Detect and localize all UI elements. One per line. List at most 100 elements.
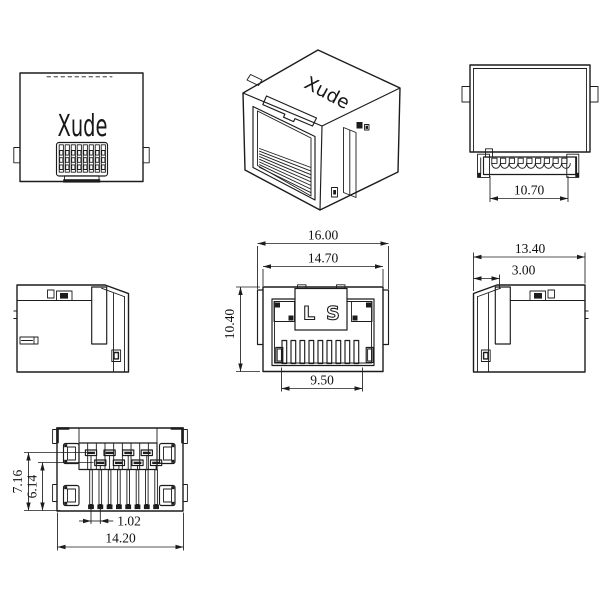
dimension-label: 6.14 <box>25 474 40 498</box>
dimension-arrow <box>473 254 482 260</box>
view-isometric: Xude <box>242 49 401 211</box>
rear-contact-tab <box>508 157 515 164</box>
view-bottom <box>52 427 188 512</box>
dimension-label: 13.40 <box>515 241 546 256</box>
side-left-latch-fill <box>60 293 68 299</box>
dimension-arrow <box>473 276 482 281</box>
contact-pad <box>95 157 100 163</box>
rear-contact-loop <box>508 162 519 169</box>
pin-leg <box>126 469 130 505</box>
dimension-arrow <box>57 544 66 550</box>
port-slot <box>290 339 297 365</box>
pin-leg <box>145 469 149 505</box>
dimension-label: 16.00 <box>308 228 339 243</box>
iso-side-mark-2 <box>364 124 370 131</box>
pin-foot <box>116 504 122 510</box>
fd-bracket-left-fill1 <box>275 302 280 308</box>
contact-column <box>100 144 106 173</box>
contact-pad <box>77 150 82 156</box>
dimension-label: 14.20 <box>105 531 136 546</box>
contact-column <box>58 144 64 173</box>
pin-contact-fill <box>133 461 142 465</box>
side-left-slot <box>19 336 39 345</box>
rear-contact-tab <box>517 157 524 164</box>
side-right-chamfer <box>477 287 501 297</box>
contact-pad <box>95 164 100 170</box>
pin-foot <box>134 504 141 510</box>
iso-contact-line <box>259 153 312 176</box>
contact-pad <box>65 157 70 163</box>
contact-column <box>64 144 70 173</box>
pin-foot <box>88 504 94 510</box>
corner-post <box>158 442 176 465</box>
contact-pad <box>101 164 106 170</box>
view-side-left <box>13 284 130 373</box>
fd-flange-left <box>256 289 263 346</box>
dimension: 10.70 <box>489 176 569 202</box>
front-bottom-band <box>63 179 101 183</box>
dimension-label: 10.40 <box>222 309 237 340</box>
dimension: 6.14 <box>25 462 94 511</box>
fd-bracket-left-fill2 <box>288 315 294 321</box>
port-slot <box>335 339 342 365</box>
rear-contact-loop <box>552 162 562 169</box>
rear-contacts <box>491 157 571 169</box>
dimension-arrow <box>238 287 243 295</box>
contact-pad <box>59 164 64 170</box>
contact-pad <box>71 150 76 156</box>
dimension: 7.16 <box>10 452 94 511</box>
iso-side-mark-3 <box>365 125 368 129</box>
side-left-latch <box>56 290 73 301</box>
contact-pad <box>89 157 94 163</box>
front-ear-left <box>13 147 21 164</box>
dimension-arrow <box>238 363 243 372</box>
dimension-label: 3.00 <box>512 263 536 278</box>
pin-foot <box>97 504 104 510</box>
dimension-arrow <box>281 386 290 391</box>
fd-slots <box>281 339 360 365</box>
fd-bracket-right-fill2 <box>352 315 358 321</box>
dimension-label: 1.02 <box>117 514 141 529</box>
view-side-right <box>472 284 589 373</box>
contact-column <box>82 144 88 173</box>
rear-post-right-foot <box>575 172 579 178</box>
iso-contact-line <box>259 164 312 190</box>
dimension-arrow <box>257 241 266 246</box>
contact-pad <box>59 150 64 156</box>
fd-side-slot-left <box>275 346 284 364</box>
corner-post-mark <box>171 459 175 463</box>
bottom-corner-mark-right <box>170 427 184 444</box>
side-right-flange <box>494 286 511 345</box>
dimension-arrow <box>175 544 184 550</box>
contact-column <box>94 144 100 173</box>
iso-port-outer <box>252 105 316 201</box>
pin-contact-fill <box>115 461 123 465</box>
pin-leg <box>107 469 112 505</box>
brand-logo-front: Xude <box>58 109 108 144</box>
iso-top-bump <box>246 74 263 86</box>
bottom-tab-left-low <box>52 484 58 502</box>
corner-post-mark <box>171 501 175 505</box>
pin-contact-fill <box>96 461 105 465</box>
fd-bracket-right <box>351 301 373 322</box>
port-slot <box>326 339 333 365</box>
dimension-arrow <box>26 502 31 511</box>
corner-post-mark <box>64 486 68 490</box>
rear-contact-tab <box>535 157 542 164</box>
rear-contact-loop <box>526 162 536 169</box>
iso-port-contacts <box>259 148 312 194</box>
rear-post-left <box>477 153 490 178</box>
fd-side-slot-right-inner <box>367 348 373 362</box>
side-left-detail-inner <box>113 351 120 360</box>
port-slot <box>353 339 360 365</box>
view-front-logo: Xude <box>13 72 150 183</box>
rear-contact-loop <box>543 162 554 169</box>
iso-contact-line <box>259 148 312 168</box>
side-left-chamfer <box>101 287 125 297</box>
contact-column <box>76 144 82 173</box>
pin-contact-fill <box>142 451 151 455</box>
bottom-tab-right-top <box>182 429 188 444</box>
port-slot <box>299 339 306 365</box>
